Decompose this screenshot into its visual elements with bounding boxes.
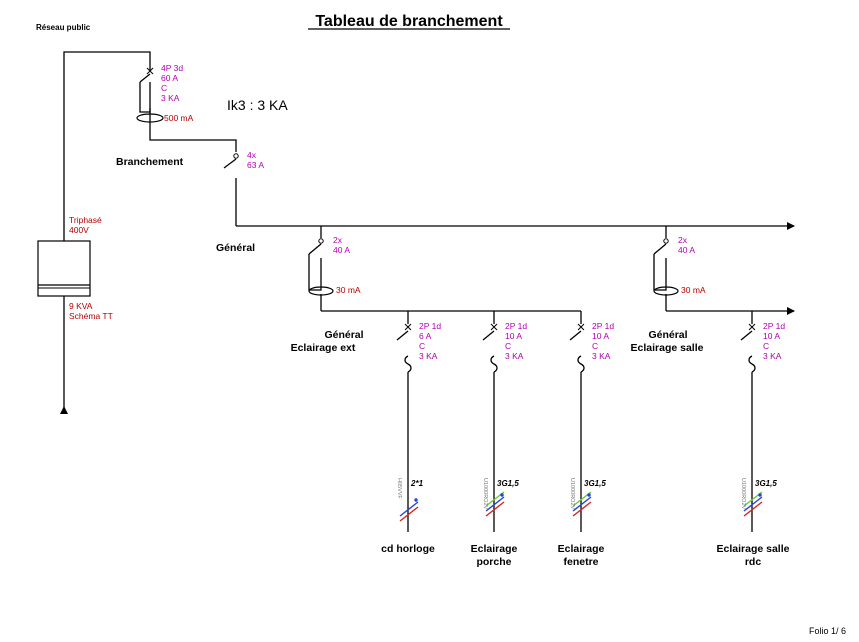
circuit-breaker-cd-horloge (396, 311, 412, 532)
general-label: Général (216, 242, 255, 254)
meter-spec-line: 9 KVA (69, 301, 93, 311)
cable-wires-eclairage-fenetre (572, 491, 592, 517)
branchement-label: Branchement (116, 156, 184, 168)
group-switch-eclairage-salle (653, 226, 679, 311)
group-label-line: Eclairage ext (291, 342, 356, 354)
cable-section-label: 2*1 (410, 479, 424, 488)
circuit-breaker-spec: C (505, 341, 511, 351)
circuit-breaker-spec: 10 A (592, 331, 609, 341)
group-switch-eclairage-ext (308, 226, 334, 311)
folio-label: Folio 1/ 6 (809, 626, 846, 636)
incoming-line (60, 51, 151, 414)
group-label-line: Général (648, 329, 687, 341)
circuit-breaker-spec: C (419, 341, 425, 351)
cable-section-label: 3G1,5 (497, 479, 519, 488)
group-switch-spec: 2x (678, 235, 688, 245)
main-breaker-spec: C (161, 83, 167, 93)
main-breaker (136, 67, 237, 152)
group-switch-spec: 40 A (678, 245, 695, 255)
circuit-breaker-spec: 2P 1d (505, 321, 527, 331)
circuit-breaker-spec: 2P 1d (419, 321, 441, 331)
group-label-line: Eclairage salle (631, 342, 704, 354)
group-switch-spec: 40 A (333, 245, 350, 255)
cable-wires-eclairage-salle-rdc (743, 491, 763, 517)
main-breaker-spec: 3 KA (161, 93, 180, 103)
circuit-breaker-spec: 10 A (505, 331, 522, 341)
group-differential-rating: 30 mA (336, 285, 361, 295)
circuit-breaker-spec: 2P 1d (592, 321, 614, 331)
circuit-label-line: rdc (745, 556, 762, 568)
meter-spec-line: Triphasé (69, 215, 102, 225)
circuit-breaker-eclairage-porche (482, 311, 498, 532)
circuit-label-line: Eclairage (471, 543, 518, 555)
branchement-spec: 63 A (247, 160, 264, 170)
ik3-label: Ik3 : 3 KA (227, 97, 288, 113)
cable-type-label: U1000RO2V (569, 478, 575, 510)
branchement-switch (223, 153, 239, 226)
cable-wires-eclairage-porche (485, 491, 505, 517)
circuit-label-line: Eclairage salle (717, 543, 790, 555)
cable-type-label: U1000RO2V (740, 478, 746, 510)
meter (37, 240, 91, 297)
source-label: Réseau public (36, 23, 91, 32)
circuit-breaker-spec: 2P 1d (763, 321, 785, 331)
circuit-label-line: porche (476, 556, 511, 568)
group-label-line: Général (324, 329, 363, 341)
cable-type-label: U1000RO2V (482, 478, 488, 510)
diagram-title: Tableau de branchement (315, 13, 503, 30)
meter-spec-line: 400V (69, 225, 89, 235)
circuit-breaker-spec: C (592, 341, 598, 351)
main-differential-rating: 500 mA (164, 113, 194, 123)
circuit-breaker-spec: 3 KA (592, 351, 611, 361)
branchement-spec: 4x (247, 150, 257, 160)
main-breaker-spec: 4P 3d (161, 63, 183, 73)
meter-spec-line: Schéma TT (69, 311, 113, 321)
circuit-breaker-spec: 10 A (763, 331, 780, 341)
cable-section-label: 3G1,5 (755, 479, 777, 488)
group-differential-rating: 30 mA (681, 285, 706, 295)
circuit-label-line: fenetre (563, 556, 598, 568)
circuit-breaker-spec: 6 A (419, 331, 432, 341)
main-breaker-spec: 60 A (161, 73, 178, 83)
group-switch-spec: 2x (333, 235, 343, 245)
cable-type-label: H05VVF (396, 478, 402, 499)
circuit-label-line: cd horloge (381, 543, 435, 555)
circuit-breaker-spec: 3 KA (419, 351, 438, 361)
cable-wires-cd-horloge (399, 498, 419, 522)
circuit-breaker-spec: C (763, 341, 769, 351)
circuit-label-line: Eclairage (558, 543, 605, 555)
circuit-breaker-spec: 3 KA (505, 351, 524, 361)
cable-section-label: 3G1,5 (584, 479, 606, 488)
circuit-breaker-spec: 3 KA (763, 351, 782, 361)
